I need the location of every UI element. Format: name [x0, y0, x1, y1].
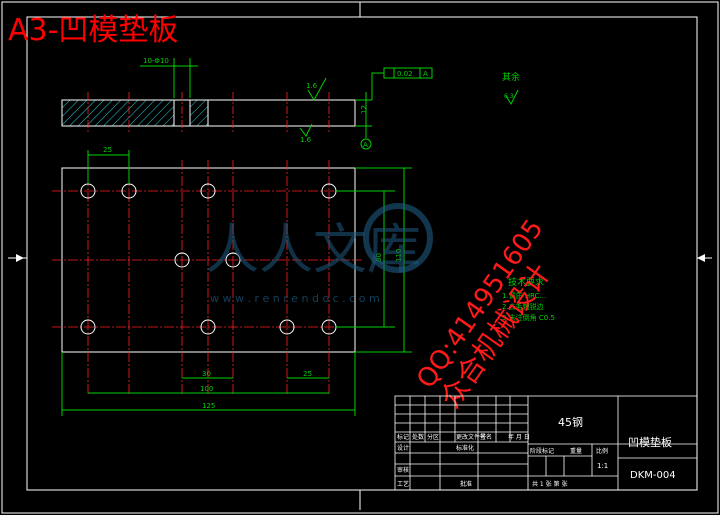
dim-outer-height-text: 110: [395, 249, 403, 262]
tb-row-review: 审核: [397, 466, 409, 474]
hole: [174, 252, 190, 268]
thickness-text: 12: [360, 105, 368, 114]
tb-material: 45钢: [558, 416, 583, 429]
tb-col-change-doc: 更改文件号: [456, 433, 486, 441]
dim-bottom-mid-text: 100: [200, 385, 213, 393]
roughness-symbol-b: [299, 123, 313, 137]
dim-vertical: [336, 167, 412, 353]
hole-callout-text: 10-Φ10: [143, 57, 169, 65]
roughness-symbol-a: [307, 77, 327, 102]
dim-bottom-inner-text: 30: [202, 370, 211, 378]
datum-label: A: [363, 141, 368, 149]
drawing-title: A3-凹模垫板: [8, 13, 178, 48]
section-hatch-right: [189, 99, 209, 127]
tb-ratio: 比例: [596, 447, 608, 455]
notes-line: 2.去毛刺锐边: [502, 302, 544, 311]
tb-col-count: 处数: [412, 433, 424, 441]
tb-stage-mark: 阶段标记: [530, 447, 554, 455]
tb-row-approve: 批准: [460, 480, 472, 488]
notes-line: 1.调质 HRC...: [502, 291, 546, 300]
dim-bottom: [61, 352, 356, 416]
watermark: 人人文库 w w w . r e n r e n d o c . c o m Q…: [205, 203, 557, 414]
tb-col-sign: 签名: [480, 433, 492, 441]
top-view: [52, 160, 362, 395]
dim-bottom-right-text: 25: [303, 370, 312, 378]
dim-hole-spacing-top-text: 25: [103, 146, 112, 154]
tb-row-process: 工艺: [397, 480, 409, 488]
notes-heading: 技术要求: [508, 276, 544, 288]
hole-callout: [140, 58, 198, 98]
tb-part-name: 凹模垫板: [628, 435, 672, 449]
title-block: [394, 395, 698, 491]
flatness-datum: A: [423, 70, 428, 78]
remaining-roughness-text: 6.3: [504, 93, 514, 100]
tb-col-marks: 标记: [397, 433, 409, 441]
tb-row-standard: 标准化: [456, 444, 474, 452]
hole: [279, 319, 295, 335]
tb-col-date: 年 月 日: [508, 433, 530, 441]
side-view: [61, 92, 356, 134]
hole: [200, 183, 216, 199]
dim-hole-spacing-top: [87, 150, 130, 184]
tb-weight: 重量: [570, 447, 582, 455]
remaining-note: 其余: [502, 71, 520, 83]
hole: [80, 319, 96, 335]
tb-sheets: 共 1 张 第 张: [532, 480, 567, 488]
remaining-roughness-symbol: [505, 89, 519, 106]
roughness-b-text: 1.6: [300, 136, 312, 144]
thickness-dimension: [355, 92, 372, 134]
flatness-value: 0.02: [397, 70, 413, 78]
watermark-big: 人人文库: [205, 218, 421, 281]
tb-row-design: 设计: [397, 444, 409, 452]
dim-bottom-overall-text: 125: [202, 402, 215, 410]
tb-drawing-no: DKM-004: [630, 470, 676, 481]
notes-line: 3.未注倒角 C0.5: [502, 313, 555, 322]
flatness-frame: [360, 67, 433, 150]
watermark-logo: [363, 203, 433, 273]
tb-col-zone: 分区: [427, 433, 439, 441]
tb-scale: 1:1: [597, 462, 608, 470]
dim-inner-height-text: 80: [375, 253, 383, 262]
section-hatch-left: [61, 99, 175, 127]
hole: [200, 319, 216, 335]
watermark-url: w w w . r e n r e n d o c . c o m: [210, 292, 380, 305]
roughness-a-text: 1.6: [306, 82, 318, 90]
hole: [225, 252, 241, 268]
